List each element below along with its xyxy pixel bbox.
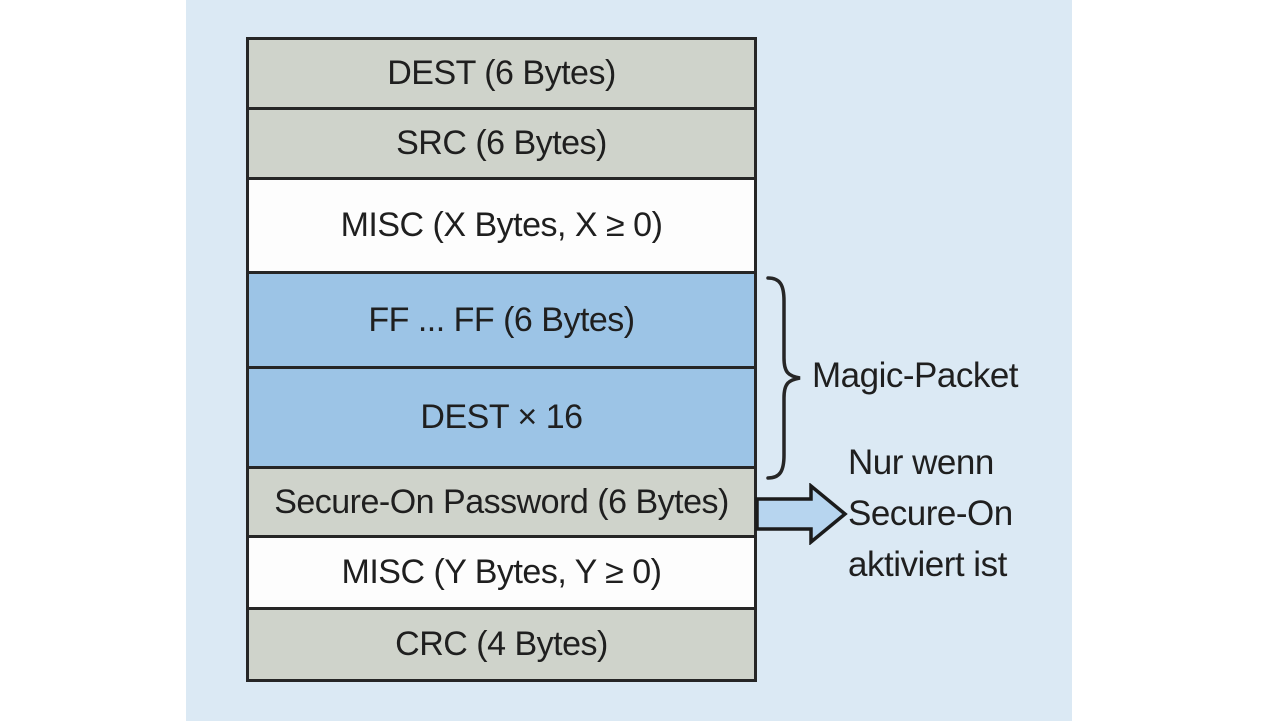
frame-row-misc-x-label: MISC (X Bytes, X ≥ 0)	[340, 206, 663, 244]
frame-row-dest: DEST (6 Bytes)	[249, 40, 754, 110]
frame-row-crc: CRC (4 Bytes)	[249, 610, 754, 679]
secure-on-note-line1: Nur wenn	[848, 443, 994, 482]
frame-row-misc-y-label: MISC (Y Bytes, Y ≥ 0)	[341, 553, 662, 591]
frame-row-misc-y: MISC (Y Bytes, Y ≥ 0)	[249, 538, 754, 610]
packet-frame-table: DEST (6 Bytes) SRC (6 Bytes) MISC (X Byt…	[246, 37, 757, 682]
magic-packet-label: Magic-Packet	[812, 356, 1019, 395]
secure-on-note-line3: aktiviert ist	[848, 545, 1007, 584]
magic-packet-brace-icon	[766, 276, 801, 480]
right-arrow-icon	[755, 483, 848, 545]
frame-row-secure-on-password: Secure-On Password (6 Bytes)	[249, 469, 754, 538]
frame-row-src-label: SRC (6 Bytes)	[396, 124, 607, 162]
frame-row-dest-x16-label: DEST × 16	[420, 398, 583, 436]
frame-row-crc-label: CRC (4 Bytes)	[395, 625, 608, 663]
frame-row-src: SRC (6 Bytes)	[249, 110, 754, 180]
secure-on-note-line2: Secure-On	[848, 494, 1013, 533]
frame-row-ff-sync: FF ... FF (6 Bytes)	[249, 274, 754, 369]
frame-row-secure-on-password-label: Secure-On Password (6 Bytes)	[274, 482, 729, 521]
secure-on-note: Nur wenn Secure-On aktiviert ist	[848, 437, 1013, 590]
frame-row-dest-x16: DEST × 16	[249, 369, 754, 469]
frame-row-ff-sync-label: FF ... FF (6 Bytes)	[368, 300, 635, 339]
frame-row-dest-label: DEST (6 Bytes)	[387, 54, 616, 92]
frame-row-misc-x: MISC (X Bytes, X ≥ 0)	[249, 180, 754, 274]
